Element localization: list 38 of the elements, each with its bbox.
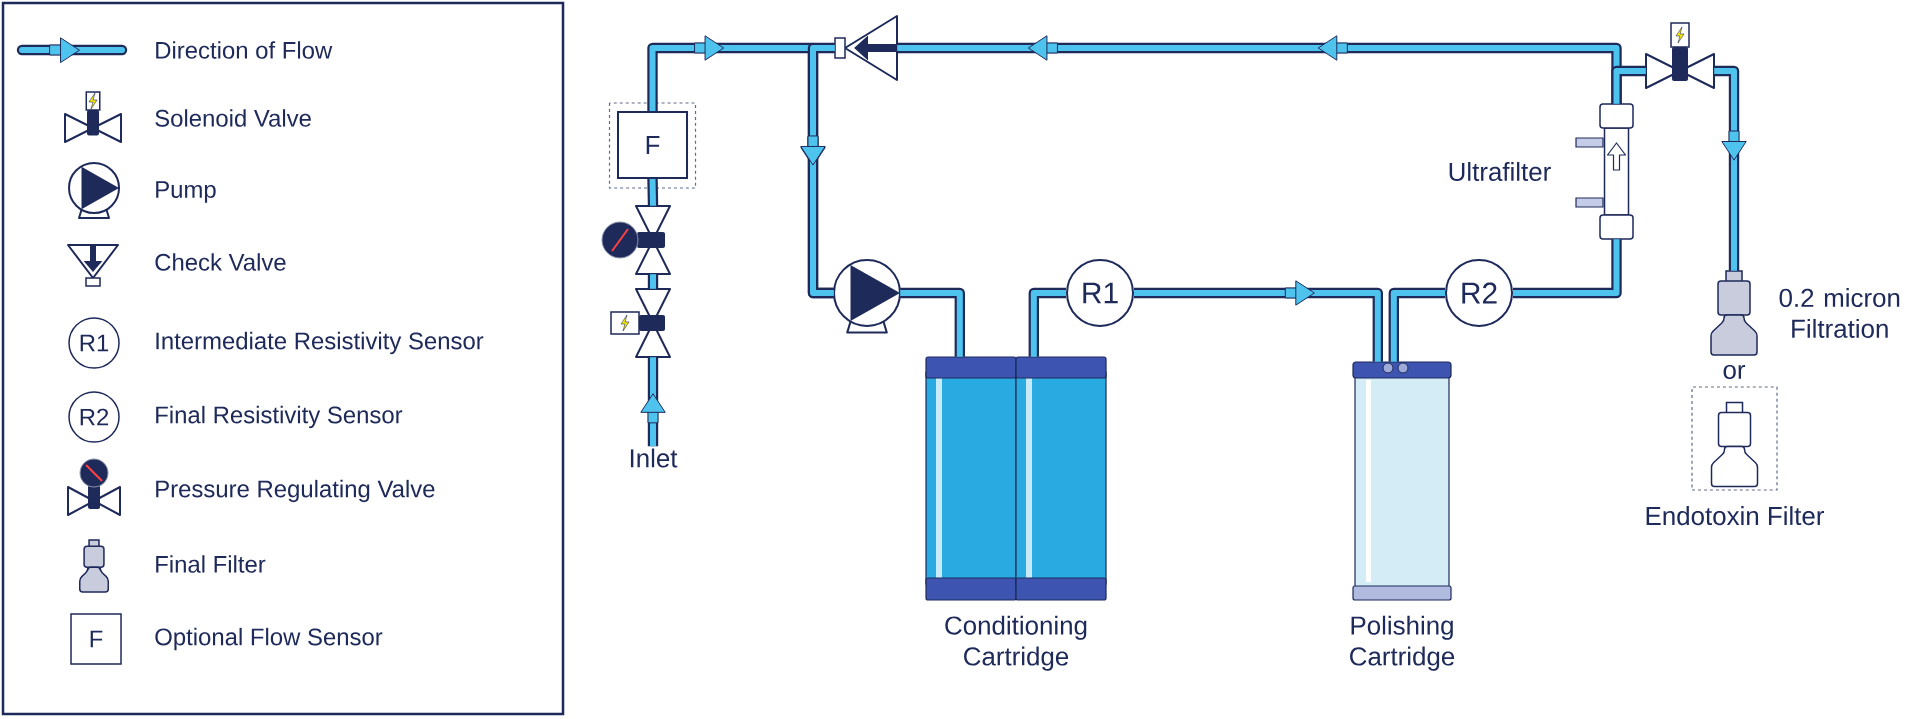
- pipe: [647, 274, 659, 289]
- pipe: [1611, 65, 1646, 104]
- pump: [833, 259, 901, 334]
- pipe: [1714, 65, 1747, 271]
- node-label: Endotoxin Filter: [1646, 506, 1825, 526]
- node-label: Polishing Cartridge: [1350, 615, 1455, 671]
- node-label: 0.2 micron Filtration: [1779, 288, 1900, 338]
- pipe: [1134, 280, 1383, 362]
- legend-label: Pressure Regulating Valve: [156, 479, 435, 503]
- pipe: [900, 287, 965, 357]
- legend-label: Solenoid Valve: [155, 109, 311, 127]
- or-label: or: [1723, 364, 1746, 380]
- inlet-label: Inlet: [630, 448, 678, 468]
- pipe: [640, 357, 666, 447]
- resistivity-sensor: R2: [1445, 259, 1513, 327]
- legend-label: Final Filter: [156, 555, 266, 573]
- legend-label: Check Valve: [155, 253, 286, 271]
- node-label: Conditioning Cartridge: [945, 615, 1087, 671]
- node-label: Ultrafilter: [1449, 161, 1551, 182]
- legend-label: Direction of Flow: [156, 41, 333, 59]
- legend-label: Pump: [156, 181, 216, 203]
- pressure-regulating-valve: [601, 205, 671, 275]
- pipe: [647, 178, 659, 206]
- ultrafilter: Ultrafilter: [1449, 103, 1634, 240]
- solenoid-valve: [610, 288, 671, 358]
- endotoxin-filter: Endotoxin Filter: [1646, 386, 1824, 526]
- flow-sensor-box: F: [608, 102, 697, 189]
- final-filter: 0.2 micron Filtration: [1710, 270, 1900, 356]
- check-valve: [834, 15, 898, 81]
- pipe: [1513, 239, 1622, 299]
- polishing-cartridge: Polishing Cartridge: [1350, 361, 1455, 671]
- pipe: [800, 42, 835, 299]
- legend-label: Optional Flow Sensor: [155, 627, 383, 651]
- conditioning-cartridge: Conditioning Cartridge: [925, 356, 1107, 671]
- solenoid-valve: [1645, 22, 1715, 89]
- legend-label: Final Resistivity Sensor: [156, 405, 403, 429]
- legend-label: Intermediate Resistivity Sensor: [156, 331, 484, 355]
- resistivity-sensor: R1: [1066, 259, 1134, 327]
